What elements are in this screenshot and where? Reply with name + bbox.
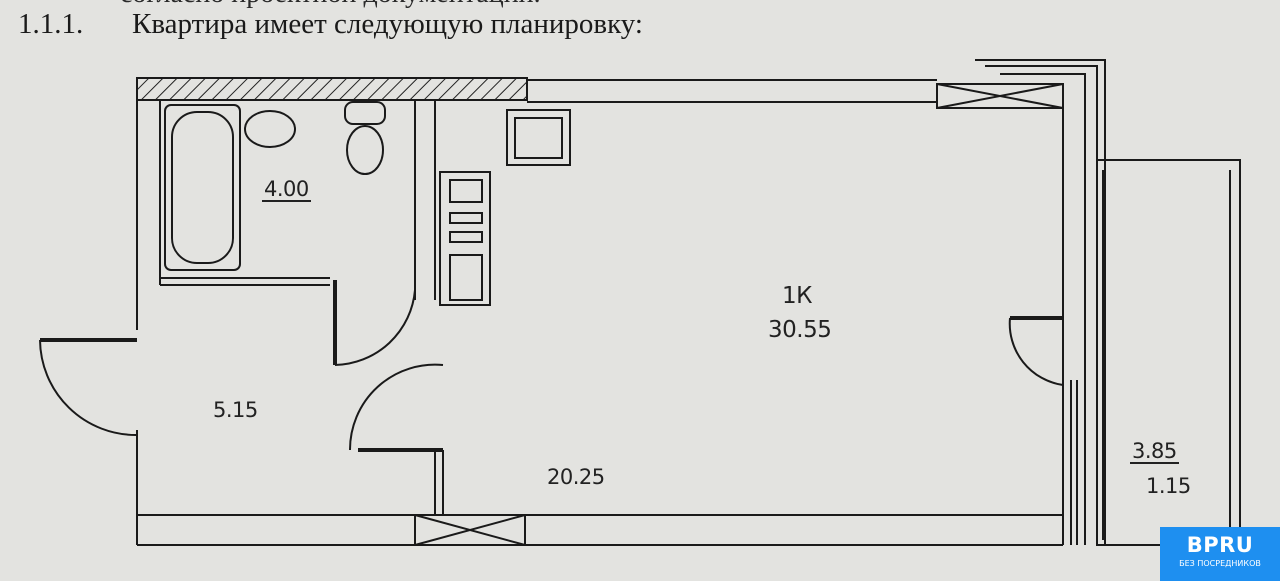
badge-brand: BPRU bbox=[1186, 533, 1254, 557]
room-type: 1К bbox=[782, 283, 812, 309]
kitchen-sink bbox=[506, 109, 571, 166]
total-area: 30.55 bbox=[768, 317, 832, 343]
bpru-badge: BPRU БЕЗ ПОСРЕДНИКОВ bbox=[1160, 527, 1280, 581]
window bbox=[936, 83, 1064, 109]
toilet bbox=[344, 101, 386, 125]
section-text: Квартира имеет следующую планировку: bbox=[132, 8, 643, 40]
door-arc bbox=[334, 289, 416, 366]
window bbox=[414, 514, 526, 546]
badge-tagline: БЕЗ ПОСРЕДНИКОВ bbox=[1179, 559, 1261, 568]
door-arc bbox=[1008, 317, 1064, 386]
section-number: 1.1.1. bbox=[18, 8, 84, 40]
balcony-coefficient: 1.15 bbox=[1146, 474, 1191, 498]
door-arc bbox=[39, 339, 138, 437]
bathtub bbox=[164, 104, 241, 271]
sink bbox=[244, 110, 296, 148]
partial-text-line: согласно проектной документации. bbox=[120, 0, 541, 10]
room-area-bathroom: 4.00 bbox=[262, 177, 311, 202]
section-heading: 1.1.1. Квартира имеет следующую планировк… bbox=[18, 8, 643, 41]
door-arc bbox=[348, 363, 444, 451]
room-area-balcony: 3.85 bbox=[1130, 439, 1179, 464]
room-area-hallway: 5.15 bbox=[213, 398, 258, 422]
kitchen-cabinet bbox=[439, 171, 491, 306]
room-area-living: 20.25 bbox=[547, 465, 605, 489]
hatched-wall bbox=[136, 77, 528, 101]
